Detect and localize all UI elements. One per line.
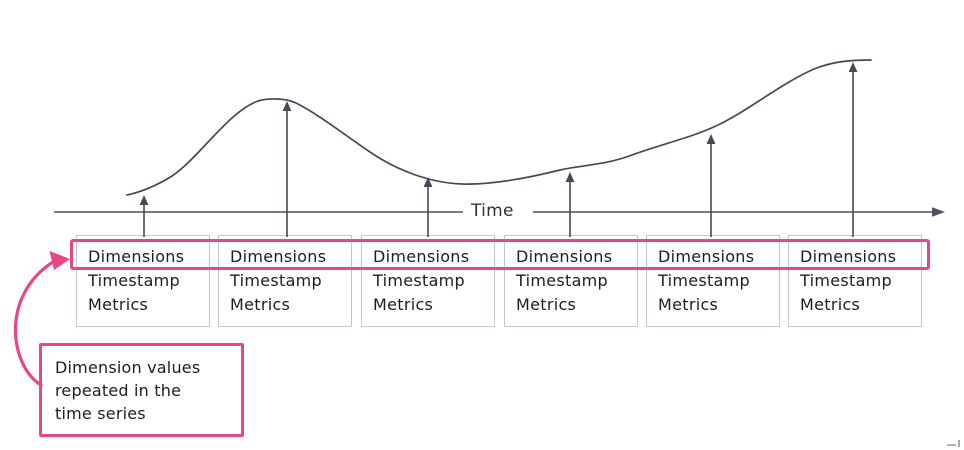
record-field-dimensions: Dimensions (88, 247, 185, 266)
record-box: Dimensions Timestamp Metrics (646, 235, 780, 327)
record-field-metrics: Metrics (516, 295, 577, 314)
record-field-metrics: Metrics (658, 295, 719, 314)
callout-text-line: Dimension values (55, 358, 201, 377)
record-field-timestamp: Timestamp (230, 271, 323, 290)
record-field-dimensions: Dimensions (516, 247, 613, 266)
record-field-metrics: Metrics (800, 295, 861, 314)
data-point-arrow-6 (848, 62, 858, 237)
record-box: Dimensions Timestamp Metrics (504, 235, 638, 327)
data-point-arrow-5 (706, 134, 716, 237)
record-field-timestamp: Timestamp (373, 271, 466, 290)
record-box: Dimensions Timestamp Metrics (76, 235, 210, 327)
record-field-timestamp: Timestamp (800, 271, 893, 290)
callout-text-line: time series (55, 404, 146, 423)
data-point-arrow-4 (565, 172, 575, 237)
record-field-timestamp: Timestamp (88, 271, 181, 290)
time-series-curve (126, 59, 872, 196)
data-point-arrow-3 (423, 177, 433, 237)
callout-text-line: repeated in the (55, 381, 182, 400)
data-point-arrow-1 (139, 195, 149, 237)
record-field-metrics: Metrics (230, 295, 291, 314)
record-field-timestamp: Timestamp (658, 271, 751, 290)
callout-arrow (13, 251, 70, 387)
record-field-dimensions: Dimensions (230, 247, 327, 266)
data-point-arrow-2 (282, 101, 292, 237)
time-axis-label: Time (471, 201, 514, 221)
callout-box: Dimension values repeated in the time se… (39, 343, 244, 437)
dimensions-highlight-box (70, 239, 930, 270)
time-axis-arrowhead-icon (932, 207, 945, 217)
record-field-metrics: Metrics (88, 295, 149, 314)
record-field-metrics: Metrics (373, 295, 434, 314)
record-field-dimensions: Dimensions (373, 247, 470, 266)
record-field-dimensions: Dimensions (658, 247, 755, 266)
record-field-dimensions: Dimensions (800, 247, 897, 266)
record-box: Dimensions Timestamp Metrics (788, 235, 922, 327)
record-field-timestamp: Timestamp (516, 271, 609, 290)
record-box: Dimensions Timestamp Metrics (218, 235, 352, 327)
corner-artifact (947, 440, 960, 447)
